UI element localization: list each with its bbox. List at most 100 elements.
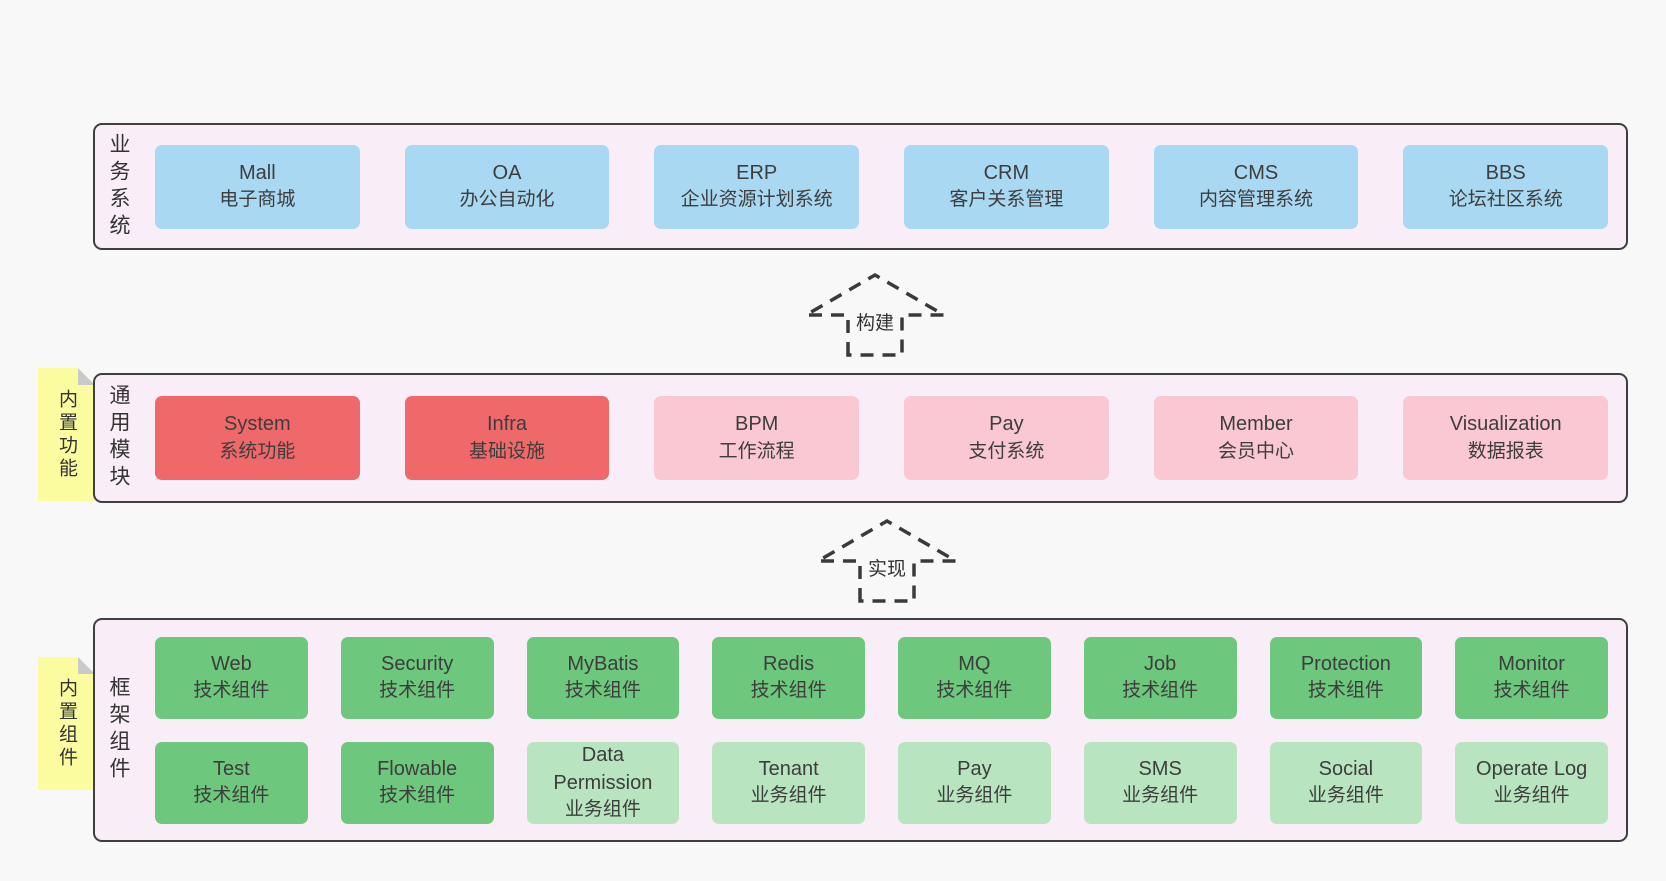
box-subtitle: 业务组件	[750, 785, 827, 807]
up-arrow-icon	[800, 272, 950, 357]
arrow-implement: 实现	[812, 517, 962, 603]
box-bbs: BBS 论坛社区系统	[1403, 144, 1609, 229]
box-title: Member	[1219, 413, 1293, 436]
box-subtitle: 工作流程	[718, 440, 795, 462]
box-bpm: BPM 工作流程	[654, 396, 860, 480]
box-title: Pay	[989, 413, 1024, 436]
box-title: Infra	[486, 413, 528, 436]
box-subtitle: 业务组件	[1122, 785, 1199, 807]
arrow-build-label: 构建	[851, 308, 899, 335]
box-title: CMS	[1233, 161, 1279, 184]
box-infra: Infra 基础设施	[404, 396, 610, 480]
box-social: Social 业务组件	[1269, 741, 1423, 824]
band-common-modules: 通用模块 System 系统功能 Infra 基础设施 BPM 工作流程 Pay…	[93, 373, 1628, 503]
box-title: BBS	[1485, 161, 1526, 184]
box-mall: Mall 电子商城	[155, 144, 360, 229]
box-title: Test	[213, 757, 250, 780]
box-web: Web 技术组件	[155, 636, 308, 719]
box-subtitle: 数据报表	[1467, 440, 1544, 462]
box-title: CRM	[983, 161, 1030, 184]
component-row-2: Test 技术组件 Flowable 技术组件 Data Permission …	[155, 741, 1608, 824]
arrow-implement-label: 实现	[863, 554, 911, 581]
box-subtitle: 客户关系管理	[949, 189, 1064, 211]
band-framework-components: 框架组件 Web 技术组件 Security 技术组件 MyBatis 技术组件…	[93, 618, 1628, 842]
box-title: Social	[1318, 757, 1374, 780]
box-oa: OA 办公自动化	[404, 144, 610, 229]
box-subtitle: 技术组件	[379, 680, 456, 702]
box-subtitle: 技术组件	[1307, 680, 1384, 702]
box-flowable: Flowable 技术组件	[340, 741, 494, 824]
box-visualization: Visualization 数据报表	[1403, 396, 1609, 480]
box-subtitle: 技术组件	[936, 680, 1013, 702]
box-title: System	[223, 413, 291, 436]
box-pay-biz: Pay 业务组件	[898, 741, 1051, 824]
box-test: Test 技术组件	[155, 741, 308, 824]
box-operate-log: Operate Log 业务组件	[1455, 741, 1608, 824]
box-title: SMS	[1138, 757, 1182, 780]
box-subtitle: 基础设施	[469, 440, 546, 462]
box-monitor: Monitor 技术组件	[1455, 636, 1608, 719]
box-subtitle: 技术组件	[1493, 680, 1570, 702]
box-title: Mall	[239, 161, 276, 184]
box-system: System 系统功能	[155, 396, 360, 480]
box-subtitle: 技术组件	[750, 680, 827, 702]
box-tenant: Tenant 业务组件	[712, 741, 865, 824]
box-subtitle: 技术组件	[1122, 680, 1199, 702]
box-subtitle: 业务组件	[1307, 785, 1384, 807]
box-title: OA	[492, 161, 522, 184]
box-crm: CRM 客户关系管理	[904, 144, 1109, 229]
band-boxes: Web 技术组件 Security 技术组件 MyBatis 技术组件 Redi…	[155, 636, 1608, 824]
box-title: Data Permission	[553, 743, 653, 795]
box-title: BPM	[735, 413, 779, 436]
box-subtitle: 技术组件	[379, 785, 456, 807]
box-subtitle: 业务组件	[936, 785, 1013, 807]
component-row-1: Web 技术组件 Security 技术组件 MyBatis 技术组件 Redi…	[155, 636, 1608, 719]
band-label-framework-components: 框架组件	[107, 676, 130, 784]
box-data-permission: Data Permission 业务组件	[526, 741, 680, 824]
box-redis: Redis 技术组件	[712, 636, 865, 719]
box-security: Security 技术组件	[340, 636, 494, 719]
box-subtitle: 论坛社区系统	[1448, 189, 1563, 211]
box-erp: ERP 企业资源计划系统	[654, 144, 860, 229]
sticky-note-label: 内置组件	[56, 677, 77, 770]
box-subtitle: 内容管理系统	[1199, 189, 1314, 211]
box-title: Visualization	[1449, 413, 1562, 436]
box-protection: Protection 技术组件	[1269, 636, 1423, 719]
box-subtitle: 企业资源计划系统	[680, 189, 833, 211]
band-business-systems: 业务系统 Mall 电子商城 OA 办公自动化 ERP 企业资源计划系统 CRM…	[93, 123, 1628, 250]
band-label-common-modules: 通用模块	[107, 384, 130, 492]
box-cms: CMS 内容管理系统	[1153, 144, 1359, 229]
box-title: Tenant	[758, 757, 819, 780]
box-title: Web	[210, 652, 252, 675]
box-mybatis: MyBatis 技术组件	[526, 636, 680, 719]
box-subtitle: 会员中心	[1218, 440, 1295, 462]
sticky-note-builtin-features: 内置功能	[38, 368, 95, 501]
box-title: Security	[381, 652, 454, 675]
box-title: MQ	[958, 652, 991, 675]
box-mq: MQ 技术组件	[898, 636, 1051, 719]
box-subtitle: 电子商城	[219, 189, 296, 211]
box-title: Job	[1144, 652, 1177, 675]
box-title: MyBatis	[567, 652, 639, 675]
up-arrow-icon	[812, 518, 962, 603]
band-boxes: Mall 电子商城 OA 办公自动化 ERP 企业资源计划系统 CRM 客户关系…	[155, 144, 1609, 229]
box-subtitle: 系统功能	[219, 440, 296, 462]
box-subtitle: 技术组件	[193, 785, 270, 807]
box-subtitle: 业务组件	[564, 799, 641, 821]
box-pay: Pay 支付系统	[904, 396, 1109, 480]
sticky-note-builtin-components: 内置组件	[38, 657, 95, 790]
box-sms: SMS 业务组件	[1083, 741, 1237, 824]
box-subtitle: 技术组件	[193, 680, 270, 702]
box-title: ERP	[736, 161, 778, 184]
box-member: Member 会员中心	[1153, 396, 1359, 480]
box-title: Protection	[1300, 652, 1391, 675]
box-job: Job 技术组件	[1083, 636, 1237, 719]
box-title: Flowable	[377, 757, 458, 780]
sticky-note-label: 内置功能	[56, 388, 77, 481]
arrow-build: 构建	[800, 271, 950, 357]
band-label-business-systems: 业务系统	[107, 132, 130, 241]
box-subtitle: 办公自动化	[459, 189, 555, 211]
box-title: Redis	[763, 652, 815, 675]
box-subtitle: 技术组件	[564, 680, 641, 702]
